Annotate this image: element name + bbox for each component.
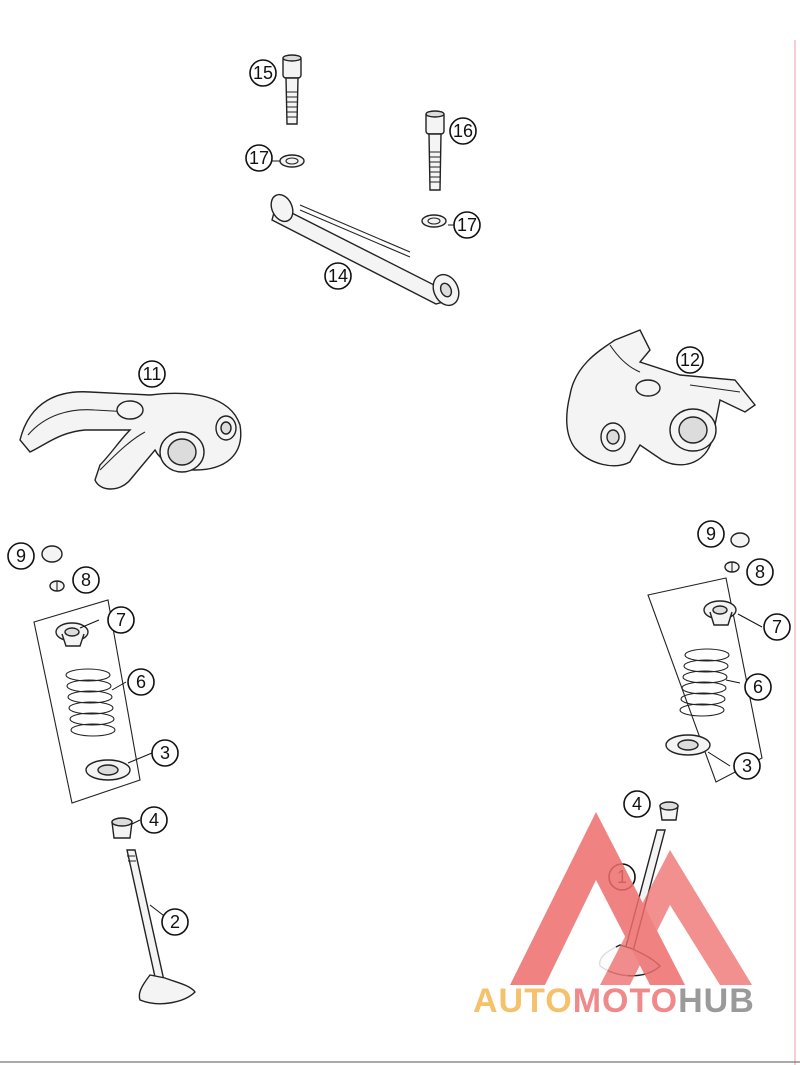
callout-circle	[151, 739, 179, 767]
washer-17-right	[421, 214, 447, 228]
callout-number: 11	[143, 364, 162, 384]
callout-c12: 12	[676, 346, 704, 374]
callout-circle	[249, 59, 277, 87]
watermark-moto-text: MOTO	[573, 982, 678, 1020]
callout-circle	[127, 668, 155, 696]
callout-number: 2	[170, 912, 180, 932]
callout-c17a: 17	[245, 144, 273, 172]
callout-number: 15	[253, 63, 273, 83]
callout-number: 12	[680, 350, 700, 370]
watermark-hub-text: HUB	[678, 982, 755, 1020]
rocker-arm-11	[19, 391, 242, 490]
callout-labels: 1516171714111298763429876341	[7, 59, 791, 936]
callout-c8a: 8	[72, 566, 100, 594]
watermark-auto-text: AUTO	[473, 982, 573, 1020]
callout-c9a: 9	[7, 542, 35, 570]
callout-circle	[676, 346, 704, 374]
callout-number: 4	[149, 810, 159, 830]
callout-c16: 16	[449, 117, 477, 145]
callout-number: 6	[753, 677, 763, 697]
callout-circle	[697, 520, 725, 548]
callout-circle	[733, 752, 761, 780]
callout-circle	[245, 144, 273, 172]
callout-c4b: 4	[623, 790, 651, 818]
callout-circle	[744, 673, 772, 701]
watermark-logo: AUTOMOTOHUB	[473, 812, 755, 1020]
callout-circle	[763, 613, 791, 641]
valve-seal-4-left	[111, 817, 133, 839]
bolt-15	[282, 54, 302, 125]
retainer-7-right	[703, 600, 737, 626]
valve-seal-4-right	[659, 801, 679, 821]
cap-9-right	[730, 532, 750, 548]
keeper-8-left	[49, 580, 65, 592]
callout-c4a: 4	[140, 806, 168, 834]
callout-number: 17	[457, 215, 477, 235]
callout-circle	[746, 558, 774, 586]
callout-c6a: 6	[127, 668, 155, 696]
callout-circle	[7, 542, 35, 570]
svg-text:AUTOMOTOHUB: AUTOMOTOHUB	[473, 982, 755, 1020]
rocker-shaft-14	[270, 193, 460, 307]
callout-number: 4	[632, 794, 642, 814]
callout-number: 14	[328, 266, 348, 286]
callout-number: 9	[706, 524, 716, 544]
callout-number: 3	[742, 756, 752, 776]
callout-circle	[161, 908, 189, 936]
callout-number: 17	[249, 148, 269, 168]
callout-c9b: 9	[697, 520, 725, 548]
callout-c15: 15	[249, 59, 277, 87]
callout-circle	[138, 360, 166, 388]
bolt-16	[425, 110, 445, 191]
callout-c3b: 3	[733, 752, 761, 780]
callout-c11: 11	[138, 360, 166, 388]
callout-number: 6	[136, 672, 146, 692]
callout-c14: 14	[324, 262, 352, 290]
callout-number: 8	[755, 562, 765, 582]
valve-2	[126, 849, 196, 1005]
callout-number: 16	[453, 121, 473, 141]
callout-circle	[72, 566, 100, 594]
callout-c7b: 7	[763, 613, 791, 641]
spring-6-left	[65, 668, 116, 737]
spring-seat-3-right	[665, 734, 711, 756]
callout-c2: 2	[161, 908, 189, 936]
callout-circle	[449, 117, 477, 145]
callout-number: 7	[116, 610, 126, 630]
callout-c3a: 3	[151, 739, 179, 767]
callout-c8b: 8	[746, 558, 774, 586]
rocker-arm-12	[566, 329, 757, 467]
retainer-7-left	[55, 622, 89, 647]
callout-circle	[324, 262, 352, 290]
callout-number: 3	[160, 743, 170, 763]
callout-number: 9	[16, 546, 26, 566]
spring-seat-3-left	[85, 759, 131, 781]
callout-c17b: 17	[453, 211, 481, 239]
callout-circle	[140, 806, 168, 834]
callout-c7a: 7	[107, 606, 135, 634]
callout-number: 7	[772, 617, 782, 637]
valve-group-left	[33, 545, 196, 1005]
watermark-triangle	[510, 812, 752, 985]
callout-number: 8	[81, 570, 91, 590]
callout-circle	[107, 606, 135, 634]
spring-6-right	[679, 648, 730, 717]
washer-17-left	[279, 154, 305, 168]
cap-9-left	[41, 545, 63, 563]
callout-circle	[623, 790, 651, 818]
keeper-8-right	[724, 561, 740, 573]
callout-c6b: 6	[744, 673, 772, 701]
callout-circle	[453, 211, 481, 239]
